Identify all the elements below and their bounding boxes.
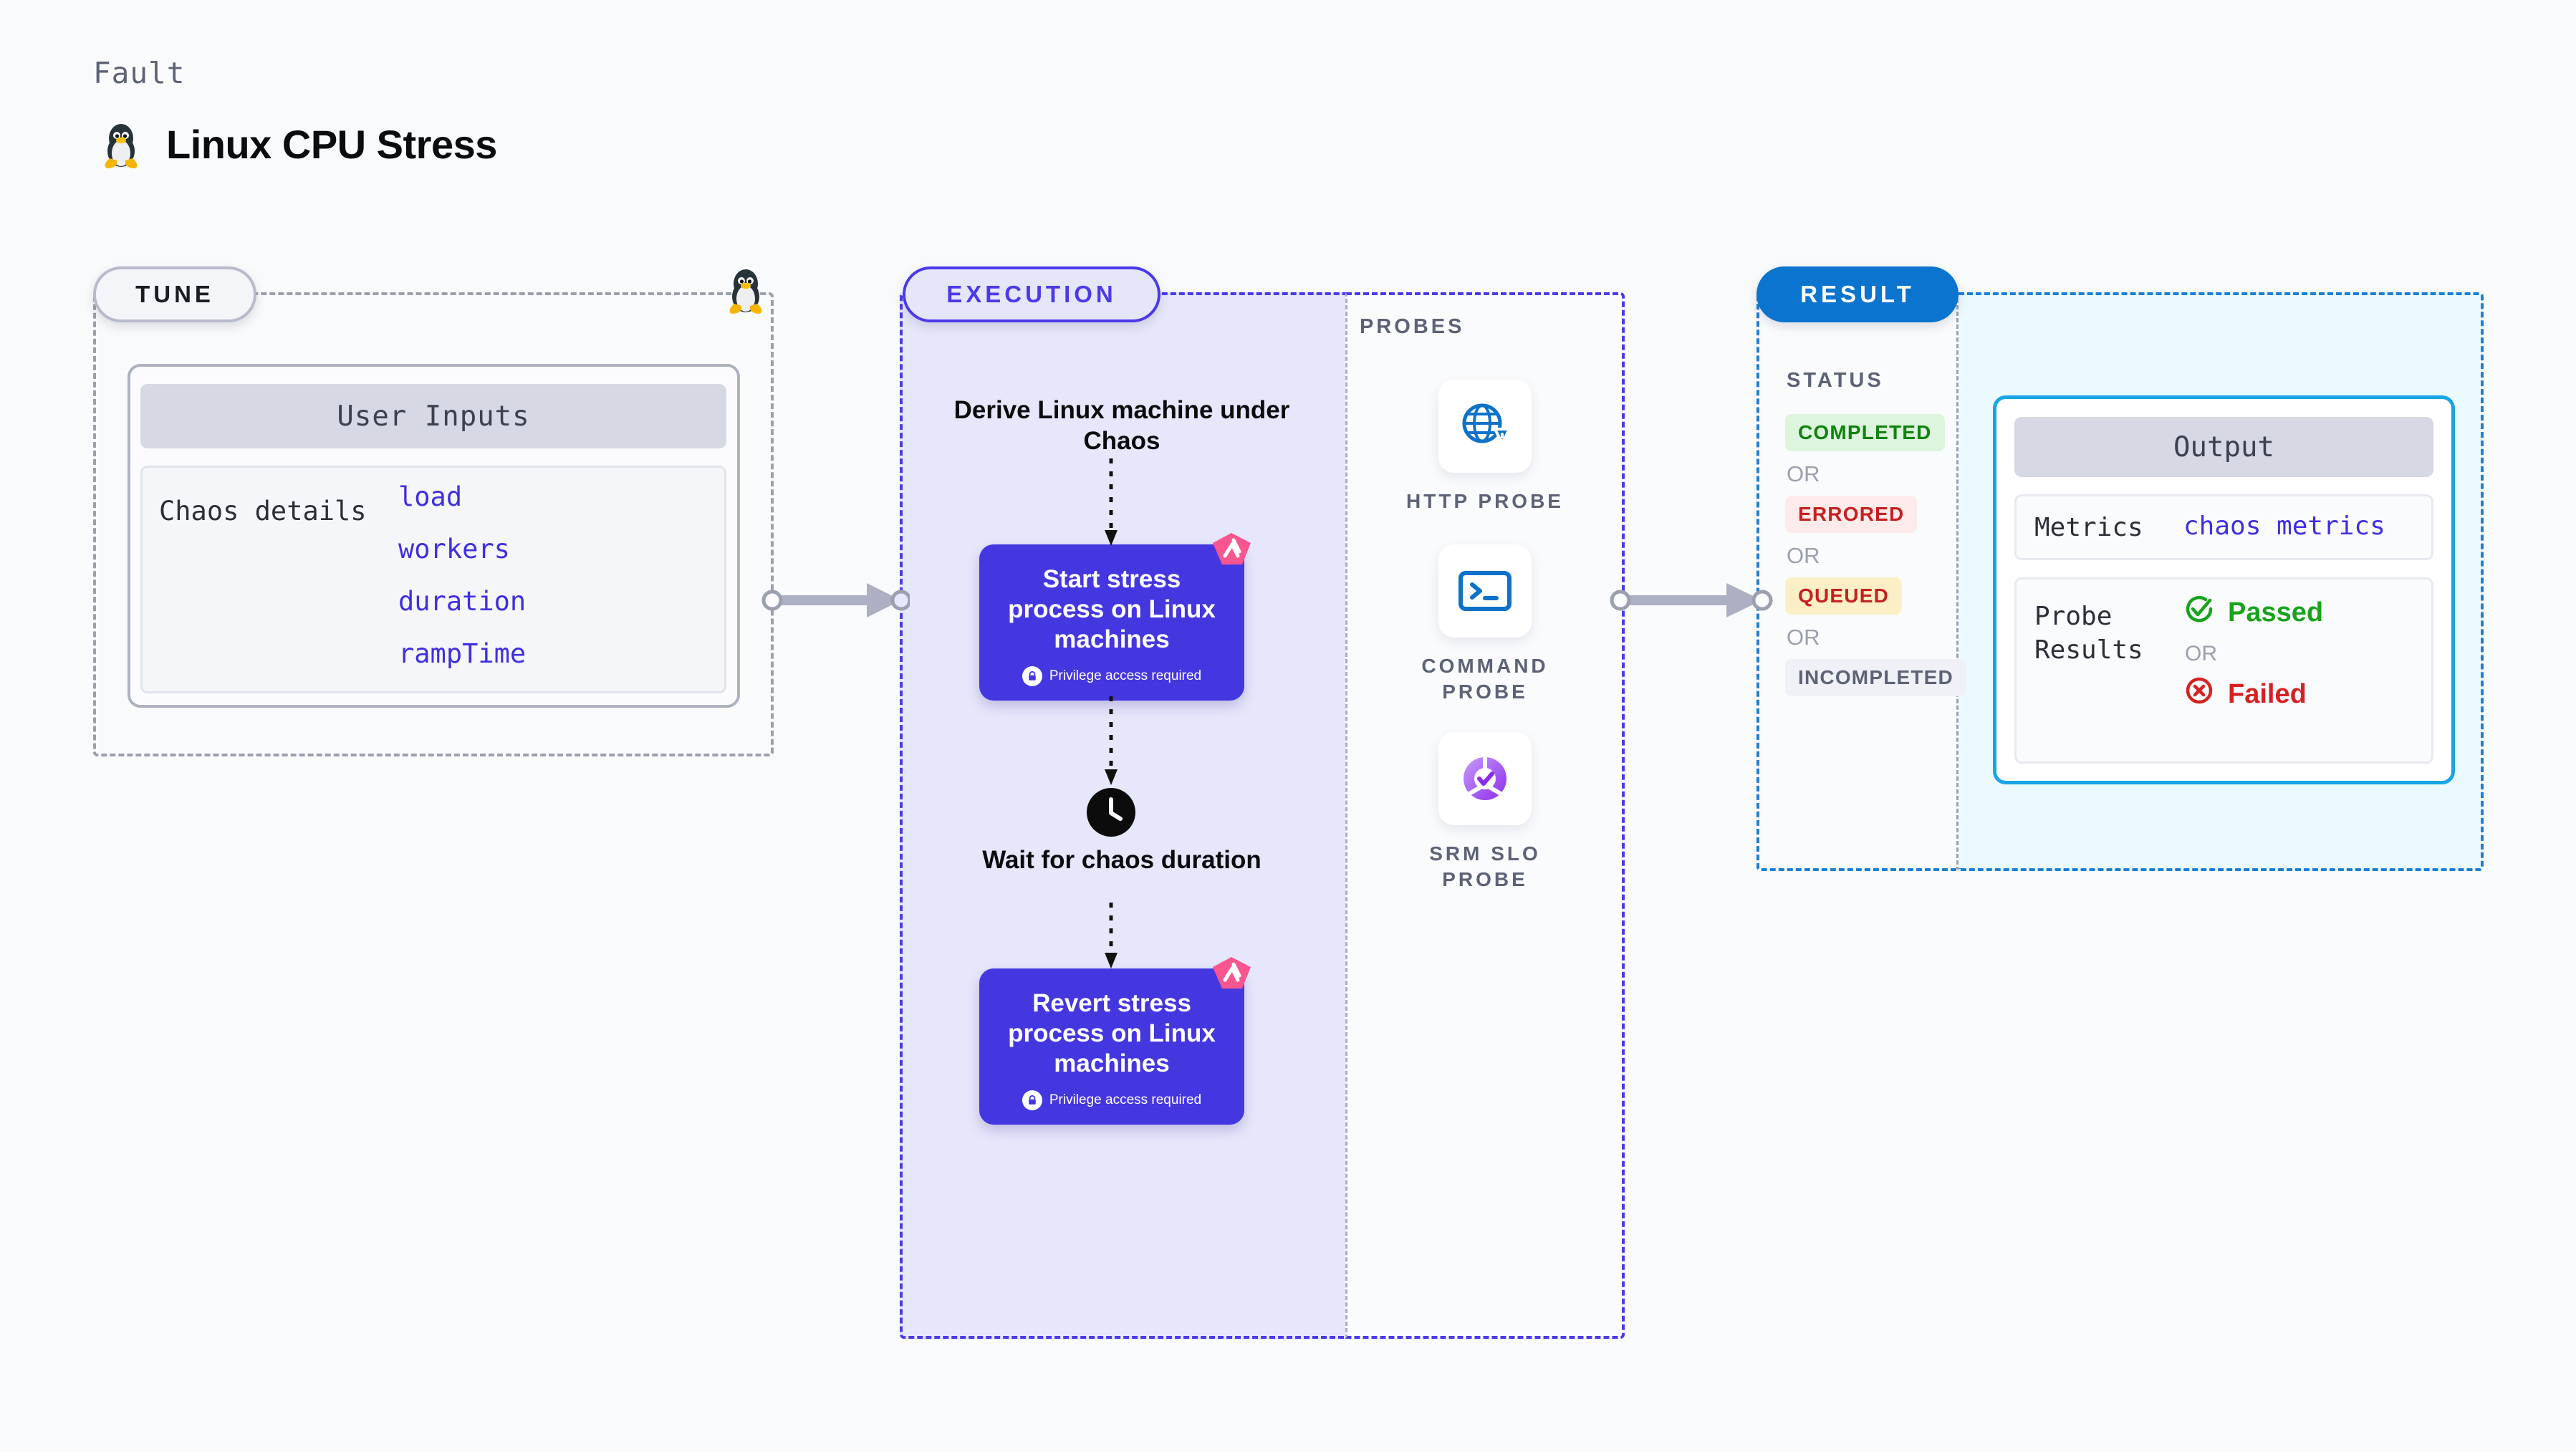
globe-warning-icon: [1438, 380, 1532, 473]
flow-arrow-1: [1100, 458, 1122, 552]
probe-item-command[interactable]: COMMAND PROBE: [1399, 544, 1571, 706]
chaos-badge-icon: [1211, 532, 1252, 574]
probes-heading: PROBES: [1360, 315, 1465, 338]
slo-donut-check-icon: [1438, 732, 1532, 825]
step-start-stress-privilege-text: Privilege access required: [1049, 668, 1202, 683]
step-start-stress-title: Start stress process on Linux machines: [1008, 565, 1216, 653]
param-workers[interactable]: workers: [398, 534, 510, 564]
chaos-parameter-list: load workers duration rampTime: [398, 481, 526, 669]
status-badge-completed: COMPLETED: [1785, 414, 1945, 451]
probe-item-srm-slo[interactable]: SRM SLO PROBE: [1399, 732, 1571, 893]
probe-label-http: HTTP PROBE: [1406, 490, 1564, 512]
connector-execution-to-result: [1609, 580, 1774, 624]
step-derive-machine-label: Derive Linux machine under Chaos: [953, 396, 1290, 455]
step-start-stress-node[interactable]: Start stress process on Linux machines P…: [979, 544, 1244, 701]
probe-label-command: COMMAND PROBE: [1421, 655, 1549, 703]
lock-icon: [1022, 666, 1042, 686]
status-badge-incompleted: INCOMPLETED: [1785, 659, 1966, 696]
probe-result-failed: Failed: [2183, 675, 2323, 713]
tune-section-badge[interactable]: TUNE: [93, 266, 256, 322]
step-revert-stress-title: Revert stress process on Linux machines: [1008, 989, 1216, 1077]
step-revert-stress-node[interactable]: Revert stress process on Linux machines …: [979, 968, 1244, 1125]
lock-icon: [1022, 1090, 1042, 1110]
fault-title-row: Linux CPU Stress: [100, 118, 497, 170]
step-wait-duration-label: Wait for chaos duration: [982, 846, 1261, 874]
flow-arrow-3: [1100, 903, 1122, 975]
output-card-title: Output: [2014, 417, 2433, 477]
output-metrics-value[interactable]: chaos metrics: [2183, 511, 2385, 541]
tune-edge-penguin-icon: [725, 264, 766, 319]
clock-icon: [1087, 788, 1135, 837]
status-heading: STATUS: [1787, 369, 1884, 392]
status-badge-queued: QUEUED: [1785, 577, 1902, 615]
connector-tune-to-execution: [761, 580, 912, 624]
flow-arrow-2: [1100, 696, 1122, 792]
step-revert-stress-privilege: Privilege access required: [994, 1090, 1230, 1110]
result-section-badge[interactable]: RESULT: [1756, 266, 1959, 322]
output-probe-results-values: Passed OR Failed: [2183, 593, 2323, 713]
step-start-stress-privilege: Privilege access required: [994, 666, 1230, 686]
probe-result-passed-label: Passed: [2228, 597, 2324, 628]
x-circle-icon: [2183, 675, 2215, 713]
status-badge-errored: ERRORED: [1785, 496, 1918, 533]
param-ramptime[interactable]: rampTime: [398, 638, 527, 669]
status-badge-list: COMPLETED OR ERRORED OR QUEUED OR INCOMP…: [1785, 414, 1966, 696]
output-metrics-row: [2014, 494, 2433, 560]
tune-region: [93, 292, 774, 756]
output-probe-results-row: [2014, 577, 2433, 764]
probe-item-http[interactable]: HTTP PROBE: [1399, 380, 1571, 514]
probe-label-srm-slo: SRM SLO PROBE: [1429, 842, 1541, 891]
param-duration[interactable]: duration: [398, 586, 527, 617]
probe-result-passed: Passed: [2183, 593, 2323, 632]
execution-section-badge[interactable]: EXECUTION: [903, 266, 1160, 322]
probe-result-failed-label: Failed: [2228, 678, 2307, 709]
output-metrics-label: Metrics: [2034, 513, 2143, 542]
user-inputs-header: User Inputs: [140, 384, 726, 448]
chaos-badge-icon: [1211, 956, 1252, 998]
status-or-3: OR: [1787, 625, 1820, 650]
chaos-details-panel: [140, 466, 726, 693]
fault-kind-label: Fault: [93, 56, 186, 90]
check-circle-icon: [2183, 593, 2215, 632]
status-or-1: OR: [1787, 461, 1820, 486]
linux-penguin-icon: [100, 118, 142, 170]
fault-title: Linux CPU Stress: [166, 121, 497, 167]
param-load[interactable]: load: [398, 481, 463, 512]
terminal-icon: [1438, 544, 1532, 638]
status-or-2: OR: [1787, 543, 1820, 568]
probe-result-or: OR: [2185, 642, 2217, 665]
step-revert-stress-privilege-text: Privilege access required: [1049, 1092, 1202, 1107]
chaos-details-label: Chaos details: [159, 496, 367, 527]
